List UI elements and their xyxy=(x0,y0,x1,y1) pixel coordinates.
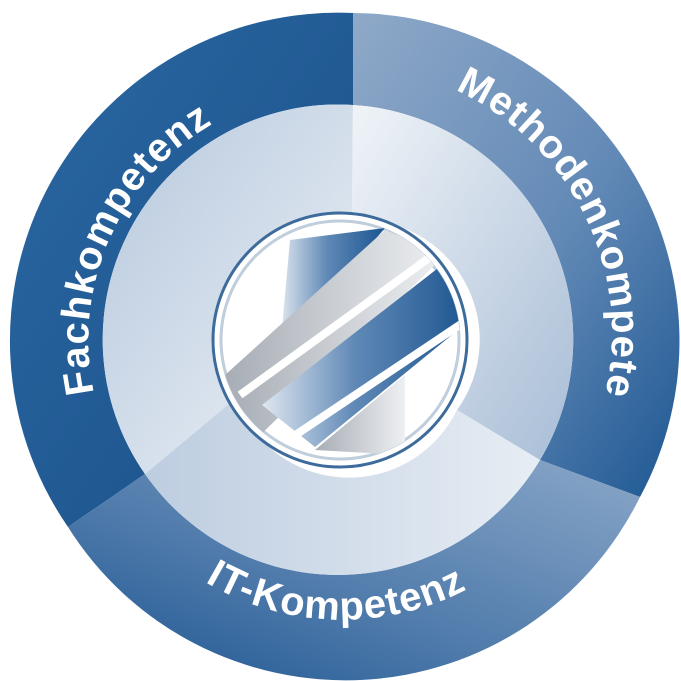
outer-segment-fachkompetenz xyxy=(9,12,353,528)
outer-segment-methodenkompetenz xyxy=(353,13,680,497)
inner-segment-it-kompetenz xyxy=(145,398,540,575)
outer-segment-it-kompetenz xyxy=(68,460,640,681)
shield-emblem-icon xyxy=(225,228,460,455)
inner-segment-methodenkompetenz xyxy=(352,105,574,460)
